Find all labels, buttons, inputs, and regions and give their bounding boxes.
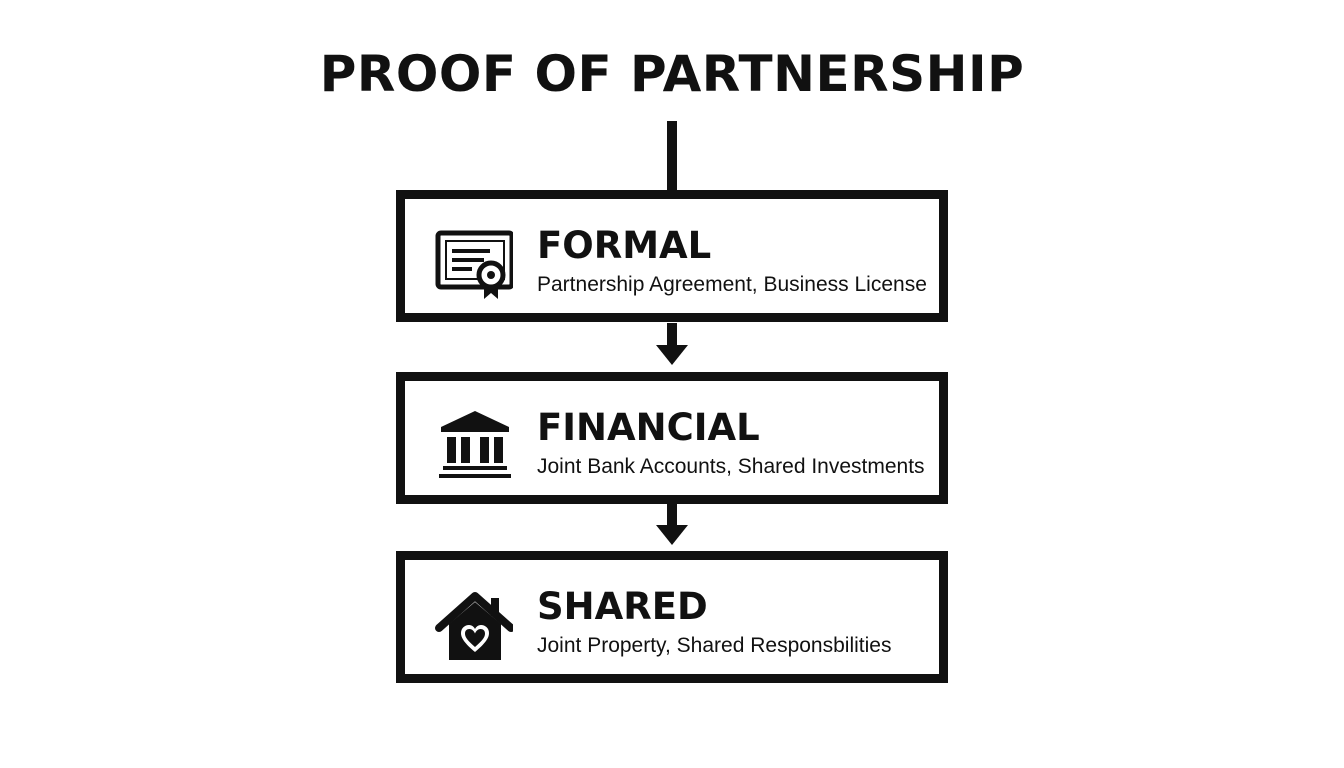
step-box-shared: SHARED Joint Property, Shared Responsbil… (396, 551, 948, 683)
step-box-financial: FINANCIAL Joint Bank Accounts, Shared In… (396, 372, 948, 504)
down-arrow-1 (656, 323, 688, 365)
step-description: Joint Property, Shared Responsbilities (537, 634, 892, 657)
down-arrow-2 (656, 503, 688, 545)
step-heading: FINANCIAL (537, 406, 760, 449)
step-heading: FORMAL (537, 224, 712, 267)
step-description: Partnership Agreement, Business License (537, 273, 927, 296)
step-heading: SHARED (537, 585, 708, 628)
diagram-title: PROOF OF PARTNERSHIP (319, 45, 1025, 103)
certificate-icon (429, 219, 513, 299)
top-connector-line (667, 121, 677, 195)
step-description: Joint Bank Accounts, Shared Investments (537, 455, 925, 478)
house-heart-icon (429, 580, 513, 660)
bank-icon (429, 401, 513, 481)
step-box-formal: FORMAL Partnership Agreement, Business L… (396, 190, 948, 322)
